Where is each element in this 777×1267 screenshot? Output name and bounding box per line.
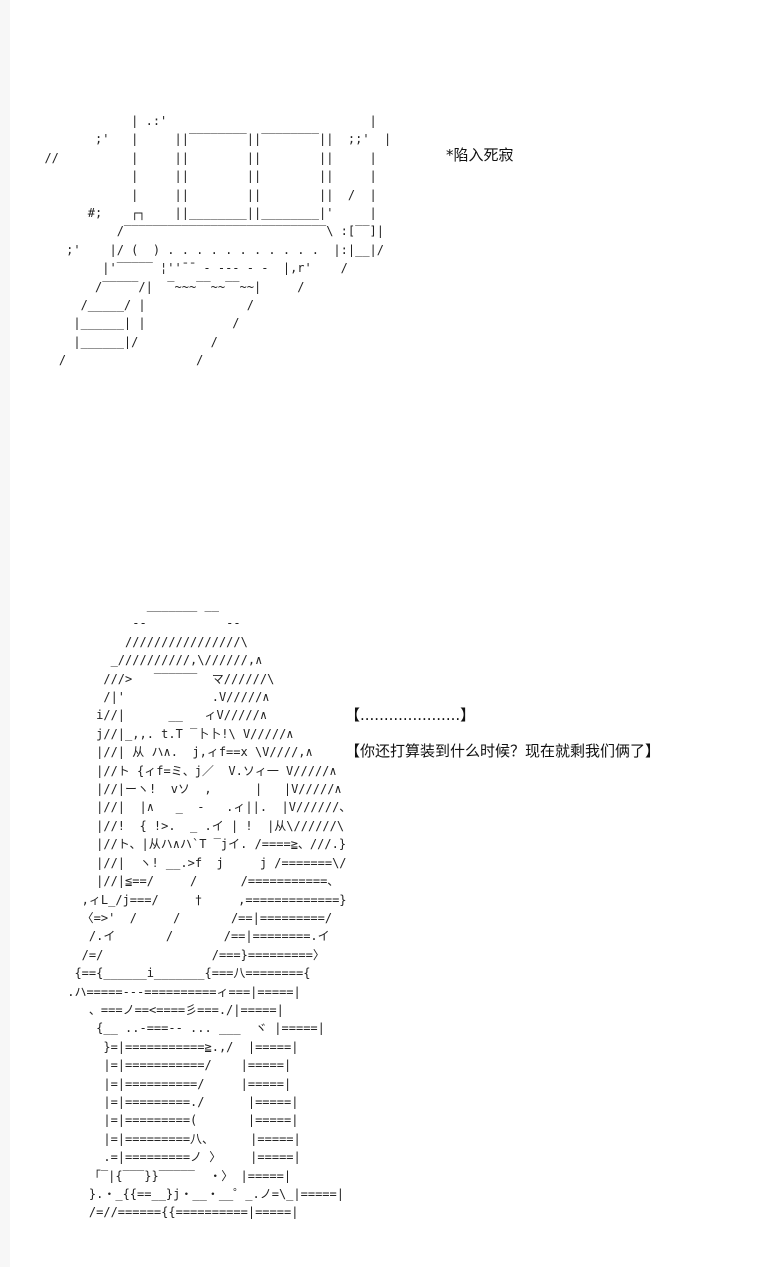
ascii-art-character: _______ __ -- -- ////////////////\ _////… — [67, 598, 352, 1220]
caption-silence: *陷入死寂 — [446, 146, 514, 164]
ascii-art-room-scene: | .:' | ;' | ||‾‾‾‾‾‾‾‾||‾‾‾‾‾‾‾‾|| ;;' … — [44, 114, 392, 368]
page: | .:' | ;' | ||‾‾‾‾‾‾‾‾||‾‾‾‾‾‾‾‾|| ;;' … — [10, 0, 777, 1267]
caption-ellipsis: 【.....................】 — [345, 706, 476, 724]
caption-dialogue: 【你还打算装到什么时候？现在就剩我们俩了】 — [345, 742, 661, 760]
